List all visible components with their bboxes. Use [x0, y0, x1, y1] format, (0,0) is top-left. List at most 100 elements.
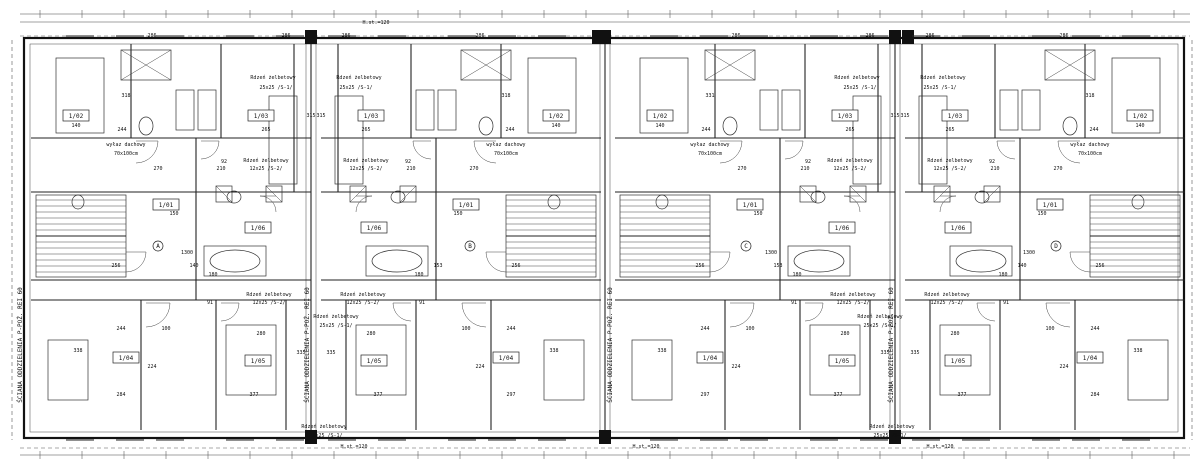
- dimension-label: 150: [453, 211, 462, 217]
- dimension-label: 140: [189, 263, 198, 269]
- dimension-label: 265: [261, 127, 270, 133]
- toilet: [547, 194, 561, 210]
- dimension-label: 338: [1133, 348, 1142, 354]
- reinforced-core-top: [592, 30, 604, 44]
- annotation-label: 25x25 /S-1/: [259, 85, 292, 91]
- dimension-label: 377: [373, 392, 382, 398]
- annotation-label: Rdzeń żelbetowy: [927, 157, 972, 164]
- room-number: 1/05: [367, 358, 382, 365]
- room-number: 1/03: [364, 113, 379, 120]
- roof-hatch-cross: [704, 49, 756, 81]
- fire-wall-label: ŚCIANA ODDZIELENIA P-POŻ. REI 60: [17, 287, 24, 403]
- shaft-cross: [933, 185, 951, 203]
- annotation-label: 25x25 /S-1/: [863, 323, 896, 329]
- dimension-label: 244: [506, 326, 515, 332]
- shaft: [983, 185, 1001, 203]
- wardrobe: [852, 95, 882, 185]
- reinforced-core-bottom: [305, 430, 317, 444]
- bed: [55, 57, 105, 134]
- dimension-label: 318: [1085, 93, 1094, 99]
- bathtub-basin: [793, 249, 845, 273]
- door-swing: [200, 140, 220, 160]
- dimension-label: 92: [805, 159, 811, 165]
- bed: [1127, 339, 1169, 401]
- dimension-label: 140: [1017, 263, 1026, 269]
- double-bed: [355, 324, 407, 396]
- bathtub: [203, 245, 267, 277]
- dimension-label: 377: [249, 392, 258, 398]
- grid-marker-circle: [464, 240, 476, 252]
- dimension-label: 100: [745, 326, 754, 332]
- annotation-label: Rdzeń żelbetowy: [343, 157, 388, 164]
- unit-linework-3: [615, 35, 895, 441]
- bathtub: [787, 245, 851, 277]
- bathtub: [949, 245, 1013, 277]
- annotation-label: 25x25 /S-1/: [843, 85, 876, 91]
- annotation-label: Rdzeń żelbetowy: [313, 313, 358, 320]
- double-bed: [225, 324, 277, 396]
- dimension-label: 224: [147, 364, 156, 370]
- dimension-label: 91: [207, 300, 213, 306]
- dimension-label: 140: [551, 123, 560, 129]
- room-number-box: [452, 198, 480, 211]
- dimension-label: 180: [414, 272, 423, 278]
- door-swing: [485, 251, 507, 273]
- room-number-box: [944, 221, 972, 234]
- annotation-label: Rdzeń żelbetowy: [834, 74, 879, 81]
- double-bed: [939, 324, 991, 396]
- dimension-label: 256: [511, 263, 520, 269]
- room-number: 1/06: [367, 225, 382, 232]
- room-number-box: [646, 109, 674, 122]
- dimension-label: 315: [900, 113, 909, 119]
- wardrobe: [437, 89, 457, 131]
- annotation-label: 12x25 /S-2/: [836, 300, 869, 306]
- annotation-label: Rdzeń żelbetowy: [920, 74, 965, 81]
- dimension-label: 244: [116, 326, 125, 332]
- annotation-label: Rdzeń żelbetowy: [243, 157, 288, 164]
- dimension-label: 244: [700, 326, 709, 332]
- room-number-box: [244, 221, 272, 234]
- shaft-cross: [399, 185, 417, 203]
- room-number: 1/06: [251, 225, 266, 232]
- dimension-label: 100: [461, 326, 470, 332]
- wardrobe: [781, 89, 801, 131]
- top-dimension-label: 286: [475, 33, 484, 39]
- room-number: 1/06: [951, 225, 966, 232]
- room-number: 1/05: [251, 358, 266, 365]
- room-number: 1/06: [835, 225, 850, 232]
- dimension-label: 224: [731, 364, 740, 370]
- door-swing: [135, 140, 159, 164]
- dimension-label: 377: [957, 392, 966, 398]
- annotation-label: 70x100cm: [1078, 151, 1102, 157]
- room-number: 1/04: [1083, 355, 1098, 362]
- toilet: [1062, 116, 1078, 136]
- dimension-label: 150: [753, 211, 762, 217]
- door-swing: [719, 140, 743, 164]
- annotation-label: 12x25 /S-2/: [346, 300, 379, 306]
- dimension-label: 224: [1059, 364, 1068, 370]
- reinforced-core-bottom: [599, 430, 611, 444]
- dimension-label: 338: [73, 348, 82, 354]
- annotation-label: Rdzeń żelbetowy: [830, 291, 875, 298]
- door-swing: [125, 251, 147, 273]
- dimension-label: 1300: [765, 250, 777, 256]
- room-number-box: [112, 351, 140, 364]
- door-swing: [709, 251, 731, 273]
- shaft-cross: [265, 185, 283, 203]
- toilet: [1131, 194, 1145, 210]
- annotation-label: 25x25 /S-1/: [339, 85, 372, 91]
- room-number: 1/01: [159, 202, 174, 209]
- shaft: [215, 185, 233, 203]
- dimension-label: 335: [880, 350, 889, 356]
- room-number-box: [828, 221, 856, 234]
- bathtub-basin: [209, 249, 261, 273]
- dimension-label: 210: [216, 166, 225, 172]
- dimension-label: 100: [161, 326, 170, 332]
- dimension-label: 92: [405, 159, 411, 165]
- double-bed: [809, 324, 861, 396]
- door-swing: [145, 302, 171, 328]
- dimension-label: 338: [657, 348, 666, 354]
- annotation-label: 70x100cm: [114, 151, 138, 157]
- room-number-box: [941, 109, 969, 122]
- dimension-label: 1300: [181, 250, 193, 256]
